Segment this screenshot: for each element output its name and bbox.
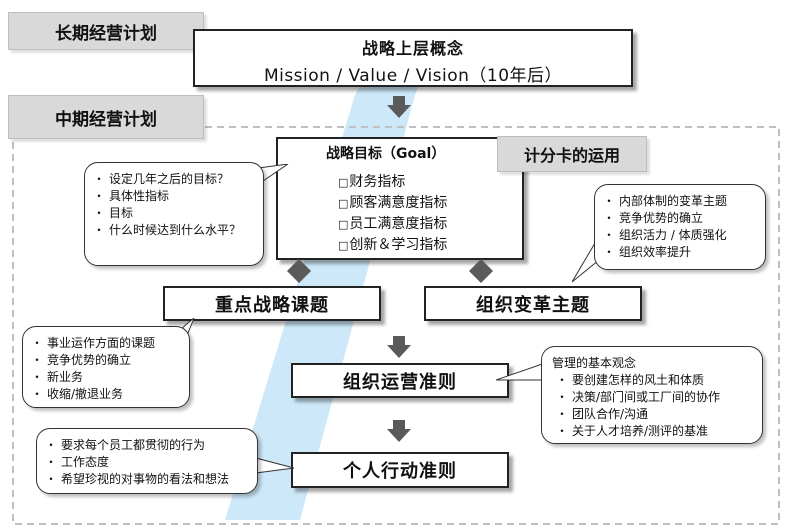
list-item: 希望珍视的对事物的看法和想法 — [45, 471, 247, 488]
concept-box: 战略上层概念 Mission / Value / Vision（10年后） — [193, 29, 633, 87]
personal-rules-bubble: 要求每个员工都贯彻的行为 工作态度 希望珍视的对事物的看法和想法 — [36, 428, 258, 494]
arrow-down-icon — [387, 96, 411, 118]
list-item: 团队合作/沟通 — [556, 406, 752, 423]
org-rules-box: 组织运营准则 — [291, 363, 509, 398]
personal-rules-label: 个人行动准则 — [343, 461, 457, 482]
long-term-tab: 长期经营计划 — [8, 12, 204, 50]
diamond-connector-icon — [469, 259, 493, 283]
strategy-topic-box: 重点战略课题 — [163, 286, 381, 321]
org-reform-box: 组织变革主题 — [424, 286, 642, 321]
goal-item-employee: 员工满意度指标 — [338, 214, 522, 235]
list-item: 设定几年之后的目标？ — [93, 171, 253, 188]
mid-term-tab: 中期经营计划 — [8, 95, 204, 139]
personal-rules-box: 个人行动准则 — [291, 452, 509, 488]
goal-title: 战略目标（Goal） — [326, 146, 446, 162]
goal-item-customer: 顾客满意度指标 — [338, 193, 522, 214]
list-item: 具体性指标 — [93, 188, 253, 205]
list-item: 要求每个员工都贯彻的行为 — [45, 437, 247, 454]
goal-box: 战略目标（Goal） 财务指标 顾客满意度指标 员工满意度指标 创新＆学习指标 — [276, 137, 524, 260]
goal-item-finance: 财务指标 — [338, 172, 522, 193]
goal-item-innovation: 创新＆学习指标 — [338, 235, 522, 256]
list-item: 要创建怎样的风土和体质 — [556, 372, 752, 389]
concept-subtitle: Mission / Value / Vision（10年后） — [263, 66, 563, 86]
list-item: 决策/部门间或工厂间的协作 — [556, 389, 752, 406]
list-item: 目标 — [93, 205, 253, 222]
list-item: 工作态度 — [45, 454, 247, 471]
strategy-topic-bubble: 事业运作方面的课题 竞争优势的确立 新业务 收缩/撤退业务 — [22, 326, 190, 408]
list-item: 组织活力 / 体质强化 — [603, 227, 755, 244]
scorecard-tab: 计分卡的运用 — [497, 136, 647, 172]
long-term-label: 长期经营计划 — [55, 23, 157, 44]
list-item: 内部体制的变革主题 — [603, 193, 755, 210]
list-item: 关于人才培养/测评的基准 — [556, 423, 752, 440]
goal-question-bubble: 设定几年之后的目标？ 具体性指标 目标 什么时候达到什么水平？ — [84, 162, 264, 266]
diamond-connector-icon — [287, 259, 311, 283]
org-reform-label: 组织变革主题 — [476, 294, 590, 316]
list-item: 竞争优势的确立 — [603, 210, 755, 227]
reform-theme-bubble: 内部体制的变革主题 竞争优势的确立 组织活力 / 体质强化 组织效率提升 — [594, 184, 766, 270]
management-bubble: 管理的基本观念 要创建怎样的风土和体质 决策/部门间或工厂间的协作 团队合作/沟… — [541, 346, 763, 444]
scorecard-label: 计分卡的运用 — [523, 146, 620, 165]
bubble-tail-personal — [248, 455, 295, 475]
list-item: 组织效率提升 — [603, 244, 755, 261]
arrow-down-icon — [387, 336, 411, 358]
list-item: 竞争优势的确立 — [31, 352, 179, 369]
list-item: 新业务 — [31, 369, 179, 386]
mid-term-container — [12, 126, 780, 525]
strategy-topic-label: 重点战略课题 — [215, 294, 329, 316]
mid-term-label: 中期经营计划 — [55, 109, 157, 130]
management-bubble-header: 管理的基本观念 — [552, 356, 637, 370]
arrow-down-icon — [387, 420, 411, 442]
list-item: 什么时候达到什么水平？ — [93, 222, 253, 239]
list-item: 收缩/撤退业务 — [31, 386, 179, 403]
list-item: 事业运作方面的课题 — [31, 335, 179, 352]
concept-title: 战略上层概念 — [361, 39, 464, 58]
org-rules-label: 组织运营准则 — [343, 371, 457, 393]
